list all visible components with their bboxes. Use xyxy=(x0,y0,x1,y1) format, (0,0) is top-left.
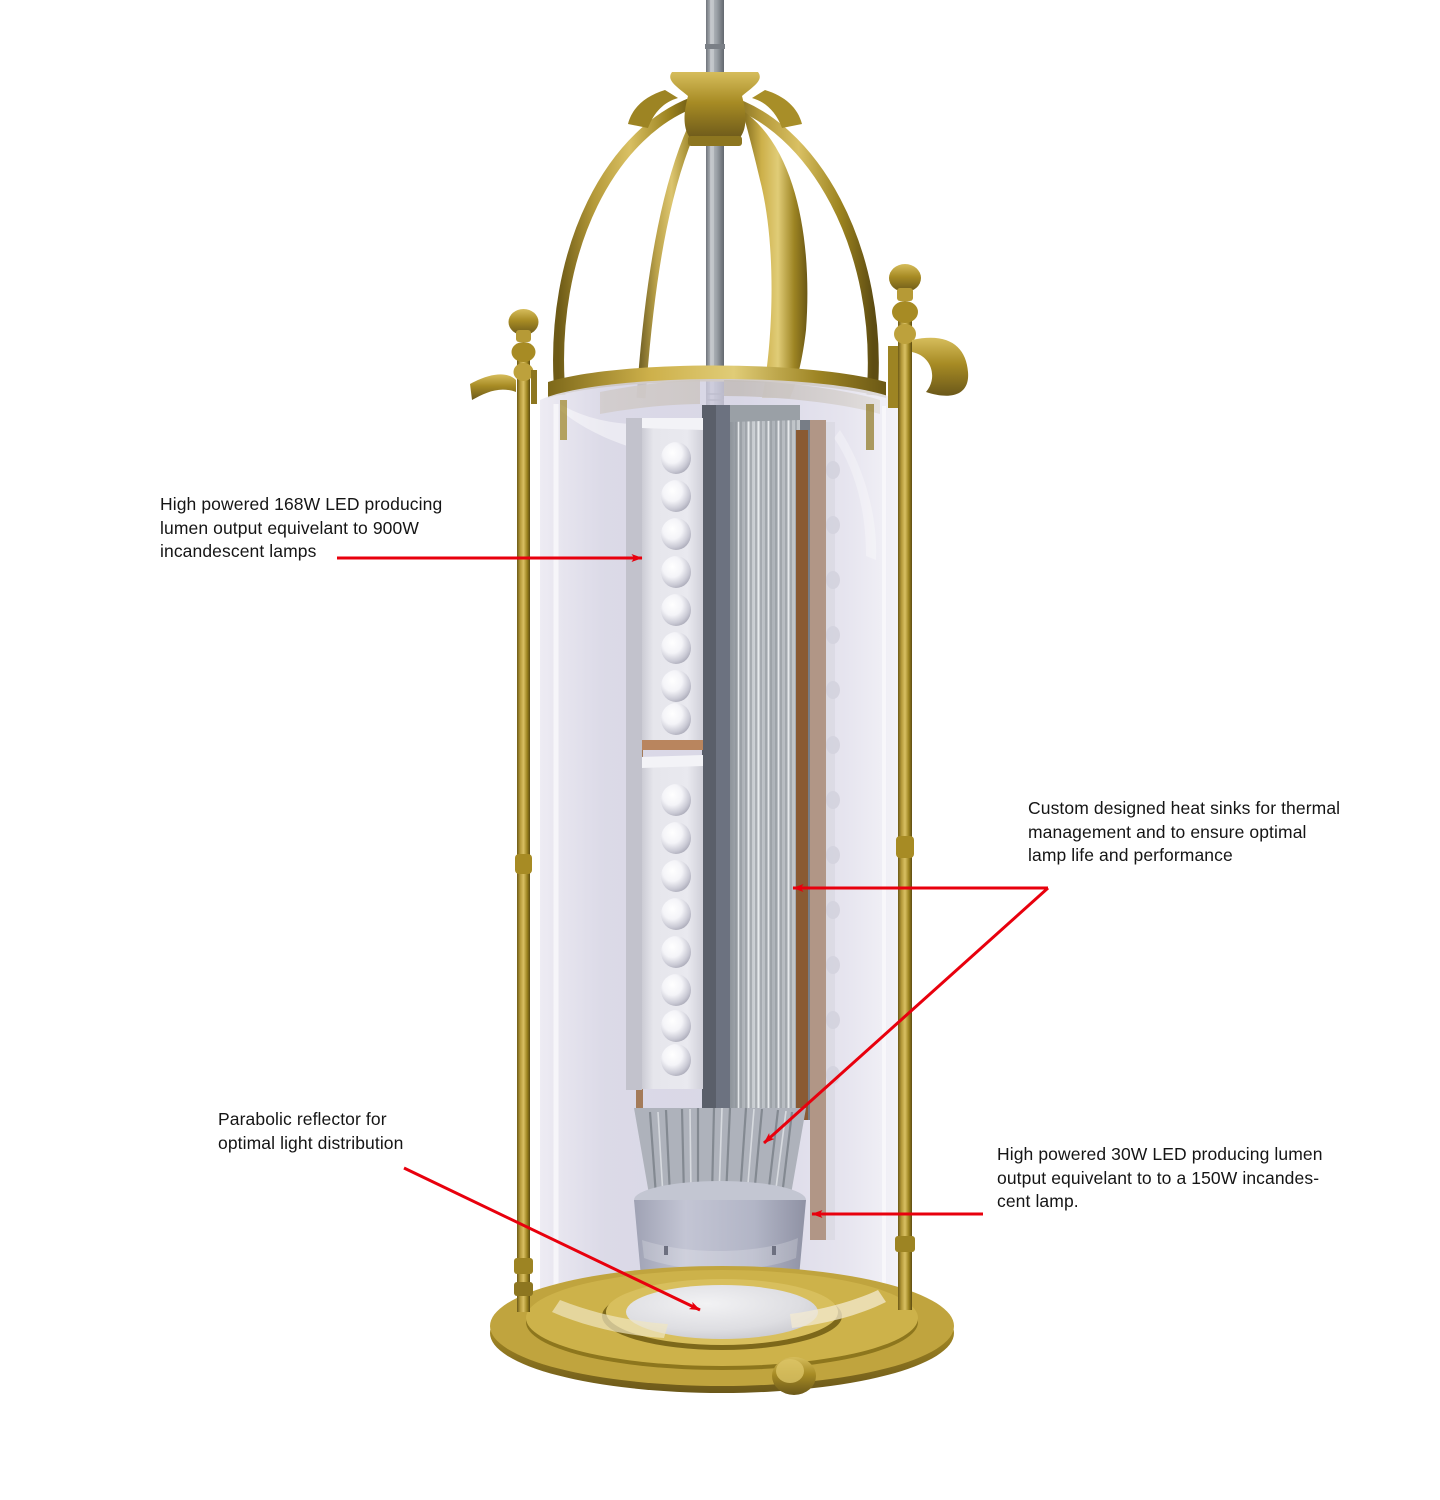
heat-sink-extrusion xyxy=(702,405,810,1120)
base-ring xyxy=(490,1266,954,1395)
led-lens-group-upper xyxy=(661,442,691,735)
led-board-edge xyxy=(626,418,642,1090)
callout-parabolic-reflector: Parabolic reflector for optimal light di… xyxy=(218,1109,404,1153)
led-lens-group-lower xyxy=(661,784,691,1076)
copper-strip xyxy=(796,430,808,1120)
suspension-rod xyxy=(705,0,725,420)
leader-heatsink-lower xyxy=(762,886,1050,1145)
rear-led-strip xyxy=(810,420,840,1240)
leader-lines xyxy=(337,554,1050,1312)
leader-reflector xyxy=(403,1166,701,1312)
crown-hub xyxy=(628,72,802,146)
callout-led-30w: High powered 30W LED producing lumen out… xyxy=(997,1144,1323,1211)
scroll-bracket-left xyxy=(470,374,516,400)
led-board-upper xyxy=(641,418,703,750)
corner-post-left xyxy=(470,309,539,1312)
led-board-lower xyxy=(641,755,703,1089)
callout-heat-sinks: Custom designed heat sinks for thermal m… xyxy=(1028,798,1341,865)
callout-led-168w: High powered 168W LED producing lumen ou… xyxy=(160,494,443,561)
rear-post-hint-right xyxy=(866,404,874,450)
downlight-module xyxy=(634,1107,806,1306)
crown-ribbon xyxy=(742,110,808,398)
downlight-body xyxy=(634,1200,806,1288)
rear-post-hint-left xyxy=(560,400,567,440)
corner-post-right xyxy=(888,264,969,1310)
scroll-bracket-right xyxy=(912,337,969,396)
